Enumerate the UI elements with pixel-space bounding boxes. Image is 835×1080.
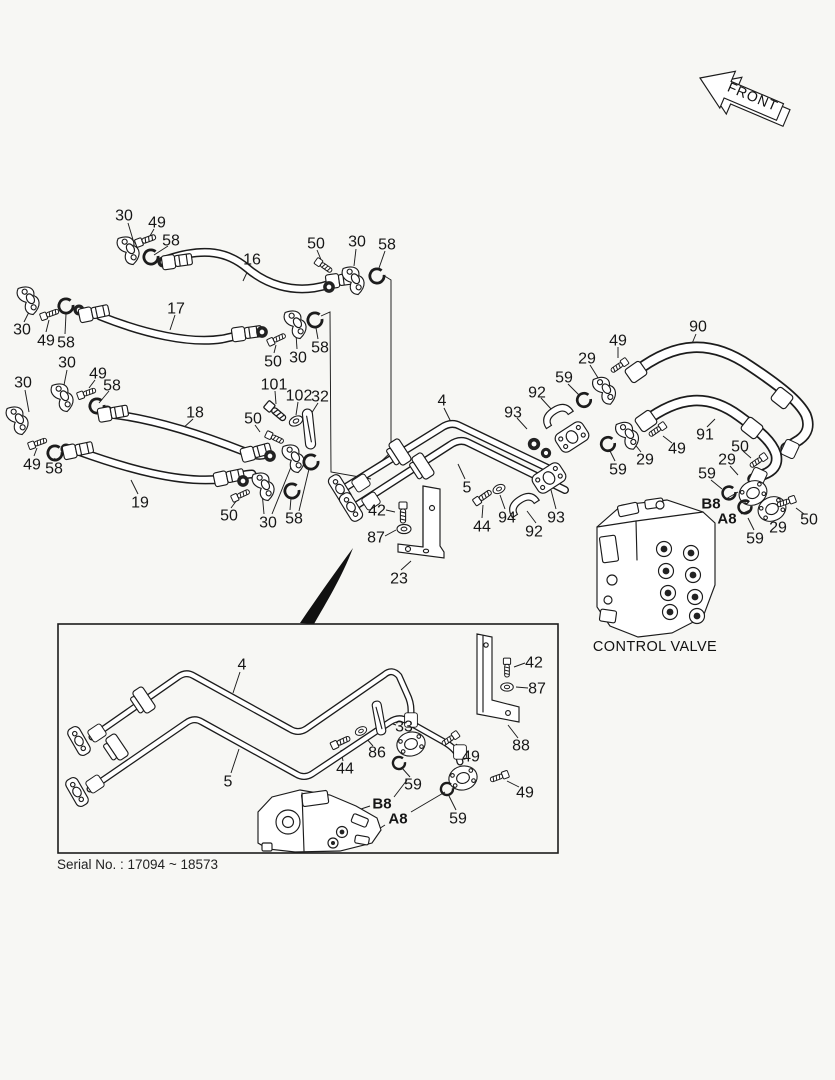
valve-ports	[655, 540, 706, 625]
callout-42: 42	[525, 655, 543, 672]
bolt-42	[398, 501, 408, 524]
callout-B8: B8	[701, 496, 720, 513]
callout-19: 19	[131, 495, 149, 512]
callout-58: 58	[311, 340, 329, 357]
callout-91: 91	[696, 427, 714, 444]
callout-33: 33	[395, 719, 413, 736]
callout-49: 49	[148, 215, 166, 232]
callout-4: 4	[438, 393, 447, 410]
callout-58: 58	[378, 237, 396, 254]
callout-50: 50	[307, 236, 325, 253]
callout-30: 30	[13, 322, 31, 339]
callout-30: 30	[289, 350, 307, 367]
callout-A8: A8	[717, 511, 736, 528]
callout-32: 32	[311, 389, 329, 406]
callout-44: 44	[336, 761, 354, 778]
bracket-23	[397, 485, 445, 559]
callout-59: 59	[698, 466, 716, 483]
callout-29: 29	[769, 520, 787, 537]
washer-87	[396, 523, 412, 535]
callout-30: 30	[115, 208, 133, 225]
callout-30: 30	[58, 355, 76, 372]
callout-49: 49	[23, 457, 41, 474]
callout-B8: B8	[372, 796, 391, 813]
callout-102: 102	[286, 388, 313, 405]
callout-5: 5	[224, 774, 233, 791]
callout-A8: A8	[388, 811, 407, 828]
inset-box	[57, 623, 559, 854]
callout-87: 87	[367, 530, 385, 547]
callout-92: 92	[525, 524, 543, 541]
callout-30: 30	[14, 375, 32, 392]
callout-58: 58	[103, 378, 121, 395]
callout-50: 50	[731, 439, 749, 456]
callout-88: 88	[512, 738, 530, 755]
callout-50: 50	[800, 512, 818, 529]
callout-58: 58	[285, 511, 303, 528]
pump	[257, 789, 382, 853]
callout-59: 59	[555, 370, 573, 387]
callout-49: 49	[89, 366, 107, 383]
callout-5: 5	[463, 480, 472, 497]
callout-50: 50	[264, 354, 282, 371]
callout-29: 29	[636, 452, 654, 469]
callout-90: 90	[689, 319, 707, 336]
strap-32	[301, 408, 317, 450]
callout-29: 29	[578, 351, 596, 368]
washer-87-inset	[500, 682, 514, 692]
control-valve-label: CONTROL VALVE	[593, 639, 717, 655]
bracket-88	[476, 633, 520, 723]
control-valve	[596, 497, 716, 638]
callout-29: 29	[718, 452, 736, 469]
callout-101: 101	[261, 377, 288, 394]
callout-93: 93	[547, 510, 565, 527]
callout-59: 59	[449, 811, 467, 828]
serial-number-note: Serial No. : 17094 ~ 18573	[57, 857, 218, 872]
callout-44: 44	[473, 519, 491, 536]
callout-16: 16	[243, 252, 261, 269]
callout-58: 58	[45, 461, 63, 478]
callout-50: 50	[244, 411, 262, 428]
callout-59: 59	[404, 777, 422, 794]
fittings-main	[3, 231, 801, 535]
callout-58: 58	[57, 335, 75, 352]
callout-30: 30	[259, 515, 277, 532]
callout-93: 93	[504, 405, 522, 422]
callout-92: 92	[528, 385, 546, 402]
callout-59: 59	[609, 462, 627, 479]
callout-49: 49	[37, 333, 55, 350]
callout-18: 18	[186, 405, 204, 422]
callout-49: 49	[609, 333, 627, 350]
callout-49: 49	[462, 749, 480, 766]
front-arrow-face	[699, 70, 785, 122]
callout-58: 58	[162, 233, 180, 250]
callout-49: 49	[668, 441, 686, 458]
callout-49: 49	[516, 785, 534, 802]
callout-42: 42	[368, 503, 386, 520]
bolt-42-inset	[502, 657, 512, 678]
callout-4: 4	[238, 657, 247, 674]
callout-30: 30	[348, 234, 366, 251]
callout-17: 17	[167, 301, 185, 318]
strap-33	[371, 700, 387, 736]
callout-59: 59	[746, 531, 764, 548]
callout-86: 86	[368, 745, 386, 762]
callout-94: 94	[498, 510, 516, 527]
inset-border	[57, 623, 559, 854]
callout-50: 50	[220, 508, 238, 525]
callout-23: 23	[390, 571, 408, 588]
swoosh-arrow	[300, 548, 353, 624]
callout-87: 87	[528, 681, 546, 698]
